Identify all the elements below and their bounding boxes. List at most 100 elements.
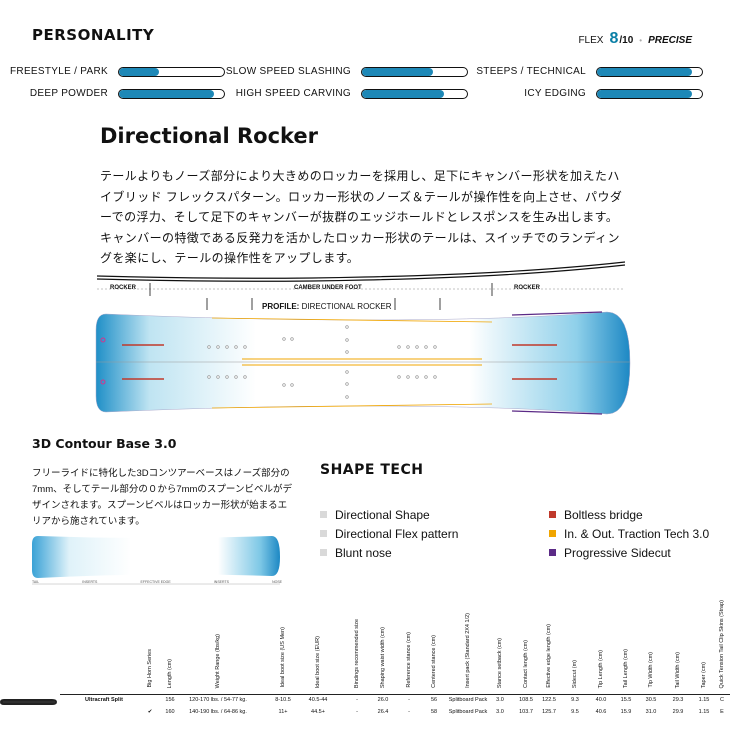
spec-cell: 40.5-44 [308, 697, 328, 703]
tech-item: Boltless bridge [549, 505, 709, 524]
flex-value: 8 [609, 30, 619, 47]
tech-item: Directional Flex pattern [320, 524, 458, 543]
bar-label: ICY EDGING [524, 88, 586, 99]
bar-row-icy-edging: ICY EDGING [430, 88, 703, 99]
spec-cell: Ultracraft Split [85, 697, 123, 703]
spec-header: Tail Length (cm) [623, 648, 629, 688]
spec-cell: 125.7 [542, 709, 556, 715]
spec-cell: 9.5 [571, 709, 579, 715]
bullet-square [549, 530, 556, 537]
spec-cell: 29.3 [672, 697, 684, 703]
spec-header: Effective edge length (cm) [546, 624, 552, 688]
rating-bar [596, 66, 703, 77]
tech-item: Blunt nose [320, 543, 458, 562]
spec-cell: 3.0 [496, 709, 504, 715]
spec-cell: - [408, 709, 410, 715]
tech-label: Directional Flex pattern [335, 526, 459, 541]
spec-cell: 40.0 [595, 697, 607, 703]
bar-row-steeps: STEEPS / TECHNICAL [430, 66, 703, 77]
rating-bar [596, 88, 703, 99]
spec-cell: 8-10.5 [275, 697, 291, 703]
bar-row-high-speed: HIGH SPEED CARVING [200, 88, 468, 99]
bullet-square [549, 511, 556, 518]
bar-label: SLOW SPEED SLASHING [225, 66, 351, 77]
spec-cell: 44.5+ [311, 709, 325, 715]
spec-header: Quick Tension Tail Clip Skins (Strap) [719, 599, 725, 688]
spec-header: Stance setback (cm) [497, 637, 503, 688]
spec-cell: 3.0 [496, 697, 504, 703]
spec-cell: 15.9 [620, 709, 632, 715]
tech-label: Blunt nose [335, 545, 392, 560]
spec-cell: 15.5 [620, 697, 632, 703]
bullet-square [549, 549, 556, 556]
board-top-view [95, 311, 631, 415]
spec-cell: 31.0 [645, 709, 657, 715]
base-label-edge: EFFECTIVE EDGE [140, 580, 171, 584]
spec-cell: 140-190 lbs. / 64-86 kg. [189, 709, 247, 715]
spec-cell: Splitboard Pack [448, 709, 488, 715]
spec-cell: E [720, 709, 724, 715]
spec-header: Insert pack (Standard 2X4 1/2) [465, 613, 471, 688]
shape-tech-title: SHAPE TECH [320, 462, 424, 478]
bar-row-freestyle: FREESTYLE / PARK [0, 66, 225, 77]
profile-label: PROFILE: DIRECTIONAL ROCKER [262, 302, 392, 311]
spec-cell: Splitboard Pack [448, 697, 488, 703]
spec-cell: 160 [165, 709, 175, 715]
spec-header: Weight Range (lbs/kg) [215, 633, 221, 688]
flex-rating: FLEX 8 /10 • PRECISE [578, 30, 692, 48]
base-label-inserts: INSERTS [82, 580, 98, 584]
tech-label: In. & Out. Traction Tech 3.0 [564, 526, 710, 541]
spec-header: Big Horn Series [147, 649, 153, 688]
spec-cell: 30.5 [645, 697, 657, 703]
shape-tech-right-list: Boltless bridge In. & Out. Traction Tech… [549, 505, 709, 562]
rating-bar-fill [597, 67, 692, 76]
rating-bar [361, 88, 468, 99]
spec-header: Reference stance (cm) [406, 632, 412, 688]
tech-label: Progressive Sidecut [564, 545, 671, 560]
tech-label: Directional Shape [335, 507, 430, 522]
spec-header: Length (cm) [167, 658, 173, 688]
spec-cell: 29.9 [672, 709, 684, 715]
rating-bar-fill [119, 67, 159, 76]
spec-header: Ideal boot size (US Men) [280, 627, 286, 688]
profile-label-bold: PROFILE: [262, 302, 300, 311]
flex-word: PRECISE [648, 35, 692, 46]
tech-item: In. & Out. Traction Tech 3.0 [549, 524, 709, 543]
spec-header: Taper (cm) [701, 661, 707, 688]
rocker-right-label: ROCKER [514, 285, 541, 291]
spec-header: Tip Length (cm) [598, 649, 604, 688]
rocker-left-label: ROCKER [110, 285, 137, 291]
spec-cell: 58 [430, 709, 438, 715]
spec-cell: 26.0 [377, 697, 389, 703]
spec-cell: 103.7 [519, 709, 533, 715]
spec-header: Shaping waist width (cm) [380, 626, 386, 688]
spec-cell: 40.6 [595, 709, 607, 715]
spec-cell: 108.5 [519, 697, 533, 703]
base-label-tail: TAIL [32, 580, 40, 584]
profile-title: Directional Rocker [100, 124, 319, 148]
spec-cell: 26.4 [377, 709, 389, 715]
spec-header: Bindings recommended size [354, 618, 360, 688]
bar-row-slow-speed: SLOW SPEED SLASHING [200, 66, 468, 77]
bar-label: HIGH SPEED CARVING [235, 88, 351, 99]
spec-header: Tail Width (cm) [675, 651, 681, 688]
spec-header: Sidecut (m) [572, 659, 578, 688]
tech-item: Progressive Sidecut [549, 543, 709, 562]
spec-cell: 9.3 [571, 697, 579, 703]
profile-diagram [96, 261, 626, 310]
spec-cell: 56 [430, 697, 438, 703]
specs-divider [60, 694, 730, 695]
bar-label: DEEP POWDER [29, 88, 108, 99]
tech-item: Directional Shape [320, 505, 458, 524]
profile-description: テールよりもノーズ部分により大きめのロッカーを採用し、足下にキャンバー形状を加え… [100, 169, 623, 265]
flex-dot: • [639, 36, 643, 45]
spec-cell: C [720, 697, 724, 703]
tech-label: Boltless bridge [564, 507, 643, 522]
rating-bar [361, 66, 468, 77]
profile-label-value: DIRECTIONAL ROCKER [301, 302, 392, 311]
spec-cell: - [356, 709, 358, 715]
bar-row-deep-powder: DEEP POWDER [0, 88, 225, 99]
spec-header: Contact length (cm) [523, 640, 529, 688]
specs-table: Big Horn Series Length (cm) Weight Range (… [0, 600, 730, 730]
shape-tech-left-list: Directional Shape Directional Flex patte… [320, 505, 458, 562]
